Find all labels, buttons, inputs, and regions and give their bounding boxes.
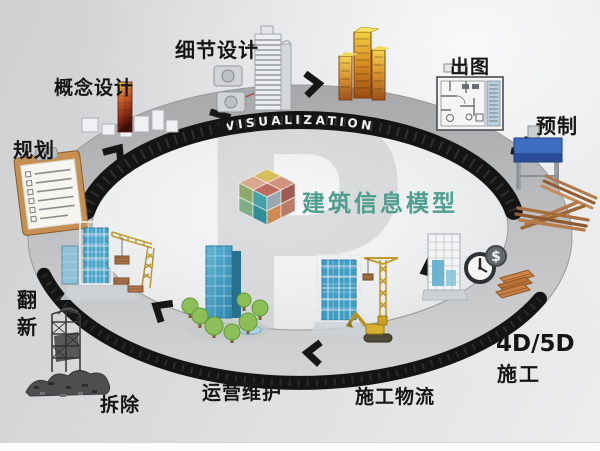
- concept-city-icon: [81, 81, 179, 138]
- label-4d5d-construction: 施工: [497, 362, 541, 386]
- bim-center-label: 建筑信息模型: [302, 191, 458, 217]
- chevron-icon: [303, 70, 325, 98]
- chevron-icon: [102, 143, 125, 166]
- lumber-stack-icon: [495, 269, 535, 299]
- label-demolition: 拆除: [100, 394, 141, 416]
- outer-band-gloss: [40, 273, 543, 387]
- excavator-icon: [346, 311, 393, 343]
- renovation-scaffold-icon: [60, 221, 155, 300]
- analysis-gold-towers-icon: [338, 26, 390, 101]
- operation-maintenance-icon: [181, 245, 270, 343]
- dollar-cost-icon: $: [485, 245, 507, 267]
- outer-band: [37, 267, 547, 390]
- chevron-icon: [209, 108, 232, 134]
- svg-text:$: $: [491, 249, 501, 265]
- chevron-icon: [151, 299, 174, 324]
- construction-logistics-icon: [310, 254, 399, 343]
- floorplan-drawing-icon: [436, 76, 504, 131]
- visualization-label: VISUALIZATION: [224, 113, 376, 134]
- ring-inner-area: [92, 126, 508, 330]
- label-concept-design: 概念设计: [54, 77, 135, 99]
- label-planning: 规划: [13, 138, 55, 162]
- visualization-band: [77, 111, 523, 220]
- demolition-ruin-icon: [25, 307, 111, 397]
- pipe-stack-icon: [514, 200, 590, 232]
- label-prefabrication: 预制: [536, 114, 578, 138]
- tower-crane-icon: [362, 257, 399, 324]
- plotter-machines-icon: [213, 65, 246, 113]
- 4d5d-construction-icon: $: [422, 233, 535, 301]
- brick-pallets-icon: [113, 277, 144, 293]
- chevron-icon: [301, 339, 323, 367]
- bottom-border: [0, 442, 600, 451]
- planning-clipboard-icon: [13, 146, 89, 236]
- bim-cube-icon: [237, 168, 297, 226]
- label-renovation: 翻新: [17, 288, 37, 339]
- label-drawing-output: 出图: [450, 56, 491, 78]
- label-4d5d: 4D/5D: [496, 331, 575, 357]
- label-detail-design: 细节设计: [175, 38, 259, 62]
- label-construction-logistics: 施工物流: [355, 386, 436, 408]
- trees-icon: [181, 292, 269, 343]
- crane-jib-icon: [111, 231, 155, 289]
- label-operation-maintenance: 运营维护: [202, 382, 283, 404]
- prefab-machine-icon: [513, 125, 598, 232]
- rubble-pile: [25, 370, 111, 397]
- band-gloss: [81, 115, 519, 213]
